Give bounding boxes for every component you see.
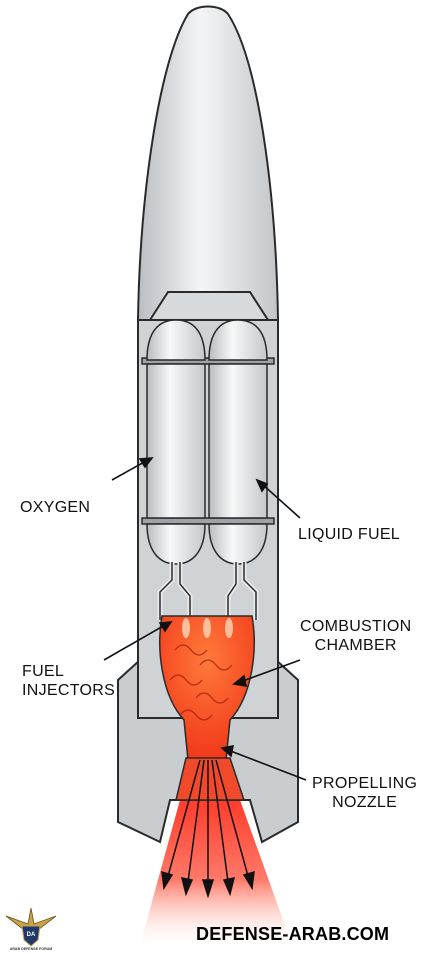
injector-glow <box>182 618 233 638</box>
label-propelling-nozzle: PROPELLING NOZZLE <box>312 774 417 812</box>
label-oxygen-text: OXYGEN <box>20 499 91 516</box>
feed-pipes <box>157 562 259 620</box>
forum-logo: DA ARAB DEFENSE FORUM <box>5 907 57 951</box>
label-combustion-line1: COMBUSTION <box>300 618 412 635</box>
injectors-leader <box>103 621 173 661</box>
combustion-leader <box>232 659 301 687</box>
label-nozzle-line2: NOZZLE <box>332 794 398 811</box>
liquid-fuel-leader <box>255 478 301 519</box>
oxygen-leader <box>111 457 154 481</box>
svg-text:ARAB DEFENSE FORUM: ARAB DEFENSE FORUM <box>10 947 53 951</box>
exhaust-arrows <box>161 759 255 899</box>
nozzle-leader <box>220 745 307 781</box>
label-injectors-line1: FUEL <box>22 663 65 680</box>
tank-plate-bottom <box>141 517 275 525</box>
propelling-nozzle <box>175 757 246 801</box>
label-combustion-line2: CHAMBER <box>314 637 397 654</box>
label-liquid-fuel-text: LIQUID FUEL <box>298 526 400 543</box>
fuel-tank <box>208 319 268 565</box>
svg-text:DA: DA <box>27 932 36 938</box>
payload-cap <box>148 291 270 321</box>
label-fuel-injectors: FUEL INJECTORS <box>22 662 115 700</box>
nose-cone <box>136 5 280 321</box>
tank-plate-top <box>141 357 275 365</box>
label-oxygen: OXYGEN <box>20 498 90 517</box>
label-liquid-fuel: LIQUID FUEL <box>298 525 400 544</box>
watermark-site: DEFENSE-ARAB.COM <box>196 924 390 944</box>
oxygen-tank <box>146 319 206 565</box>
exhaust-plume <box>140 800 292 945</box>
flame-swirls <box>169 644 233 721</box>
label-nozzle-line1: PROPELLING <box>312 775 418 792</box>
label-combustion-chamber: COMBUSTION CHAMBER <box>300 617 411 655</box>
label-injectors-line2: INJECTORS <box>22 682 116 699</box>
